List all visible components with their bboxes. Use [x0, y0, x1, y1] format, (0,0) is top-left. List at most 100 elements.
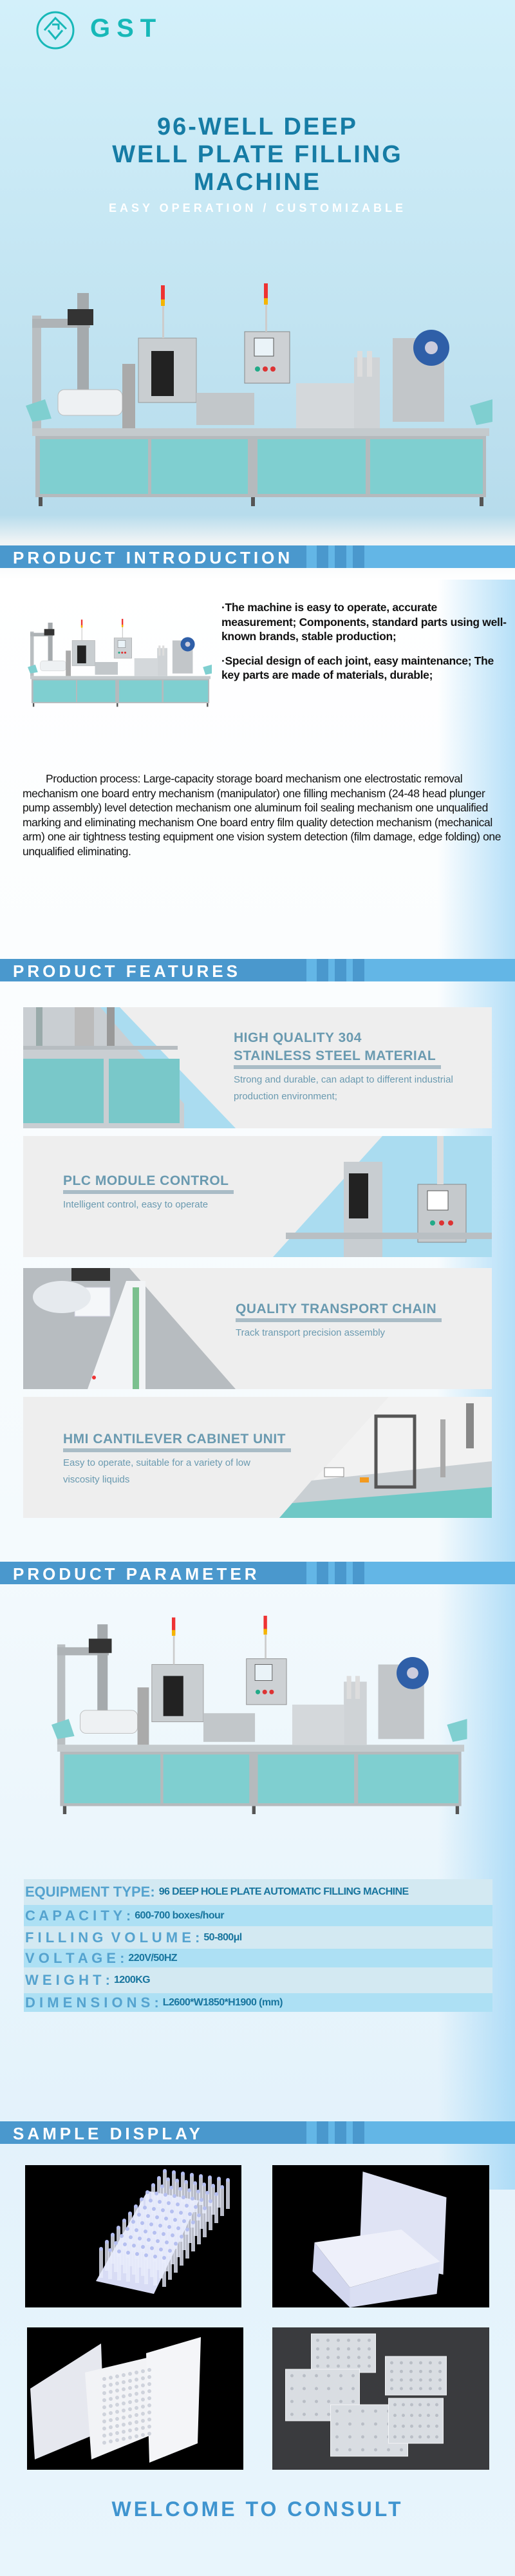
- well: [102, 2405, 106, 2409]
- well: [147, 2403, 151, 2407]
- tube: [169, 2188, 173, 2217]
- tube-top: [114, 2241, 118, 2245]
- well: [109, 2425, 113, 2429]
- tube-top: [145, 2190, 149, 2194]
- section-header-samples: SAMPLE DISPLAY: [0, 2121, 515, 2144]
- well: [400, 2361, 403, 2365]
- tube-top: [176, 2202, 180, 2206]
- tube-top: [159, 2248, 163, 2251]
- feature-text: HMI CANTILEVER CABINET UNIT Easy to oper…: [63, 1430, 321, 1488]
- section-title: PRODUCT INTRODUCTION: [13, 548, 294, 567]
- tube: [164, 2219, 168, 2248]
- tube: [168, 2251, 172, 2280]
- well: [347, 2356, 350, 2360]
- well: [438, 2378, 442, 2382]
- well: [135, 2427, 138, 2431]
- well: [109, 2390, 113, 2394]
- tube-top: [158, 2224, 162, 2228]
- well: [115, 2431, 119, 2435]
- tube: [209, 2201, 212, 2230]
- well: [122, 2394, 126, 2398]
- tube-top: [173, 2218, 177, 2222]
- well: [316, 2356, 319, 2360]
- tube-top: [164, 2217, 168, 2221]
- tube-top: [167, 2201, 171, 2205]
- well: [128, 2393, 132, 2397]
- well: [128, 2379, 132, 2383]
- well: [147, 2418, 151, 2421]
- plate-front: [350, 2262, 440, 2307]
- well: [115, 2403, 119, 2407]
- tube: [211, 2186, 215, 2215]
- tube-top: [140, 2221, 144, 2225]
- sample-image-tube-rack: [25, 2165, 241, 2307]
- well: [435, 2424, 438, 2428]
- well: [102, 2420, 106, 2423]
- well: [368, 2347, 371, 2351]
- tube-top: [196, 2190, 200, 2193]
- well: [337, 2364, 340, 2368]
- well: [361, 2409, 364, 2413]
- tube: [154, 2193, 158, 2222]
- well: [135, 2392, 138, 2396]
- bullet-item: ·Special design of each joint, easy main…: [221, 654, 494, 682]
- tube-top: [108, 2248, 112, 2252]
- plate-top: [314, 2230, 440, 2287]
- tube: [194, 2207, 198, 2236]
- tube-top: [193, 2181, 197, 2185]
- well: [122, 2373, 126, 2377]
- well: [147, 2396, 151, 2400]
- tube-top: [144, 2253, 148, 2257]
- tube-top: [175, 2179, 179, 2183]
- tube-top: [129, 2235, 133, 2239]
- tube: [155, 2217, 159, 2246]
- well: [141, 2405, 145, 2409]
- parameter-row: F I L L I N G V O L U M E :50-800μl: [24, 1926, 492, 1949]
- well: [141, 2426, 145, 2430]
- tube-top: [220, 2185, 224, 2189]
- well: [290, 2374, 294, 2378]
- tube-top: [122, 2219, 126, 2222]
- tube: [185, 2206, 189, 2235]
- tube: [163, 2171, 167, 2200]
- well: [418, 2424, 422, 2428]
- tube: [126, 2229, 129, 2258]
- tube-top: [200, 2198, 203, 2202]
- tube-top: [135, 2252, 139, 2256]
- well: [303, 2400, 306, 2403]
- tube-top: [147, 2238, 151, 2242]
- parameter-label: EQUIPMENT TYPE:: [25, 1884, 155, 1900]
- well: [315, 2374, 318, 2378]
- tube-top: [162, 2256, 166, 2260]
- well: [335, 2435, 339, 2439]
- tube-top: [194, 2205, 198, 2209]
- tube-top: [164, 2193, 167, 2197]
- well: [374, 2435, 377, 2439]
- tube-top: [162, 2232, 165, 2236]
- well: [135, 2378, 138, 2382]
- well: [418, 2414, 422, 2418]
- well: [418, 2435, 422, 2439]
- well: [357, 2338, 360, 2342]
- plate: [388, 2398, 444, 2444]
- well: [393, 2403, 397, 2407]
- tube: [187, 2190, 191, 2219]
- well: [419, 2378, 422, 2382]
- tube: [146, 2216, 150, 2245]
- feature-title-line: HIGH QUALITY 304: [234, 1030, 362, 1045]
- feature-text: QUALITY TRANSPORT CHAIN Track transport …: [236, 1300, 487, 1341]
- sample-image-plate-assortment: [272, 2327, 489, 2470]
- well: [102, 2441, 106, 2445]
- well: [141, 2419, 145, 2423]
- well: [357, 2347, 360, 2351]
- well: [122, 2401, 126, 2405]
- tube-top: [135, 2228, 138, 2232]
- page-subtitle: EASY OPERATION / CUSTOMIZABLE: [108, 202, 407, 214]
- well: [357, 2364, 360, 2368]
- tube-top: [184, 2180, 188, 2184]
- plate: [385, 2356, 447, 2396]
- tube-top: [151, 2183, 155, 2187]
- tube: [161, 2210, 165, 2239]
- tube: [170, 2211, 174, 2240]
- tube-top: [174, 2242, 178, 2246]
